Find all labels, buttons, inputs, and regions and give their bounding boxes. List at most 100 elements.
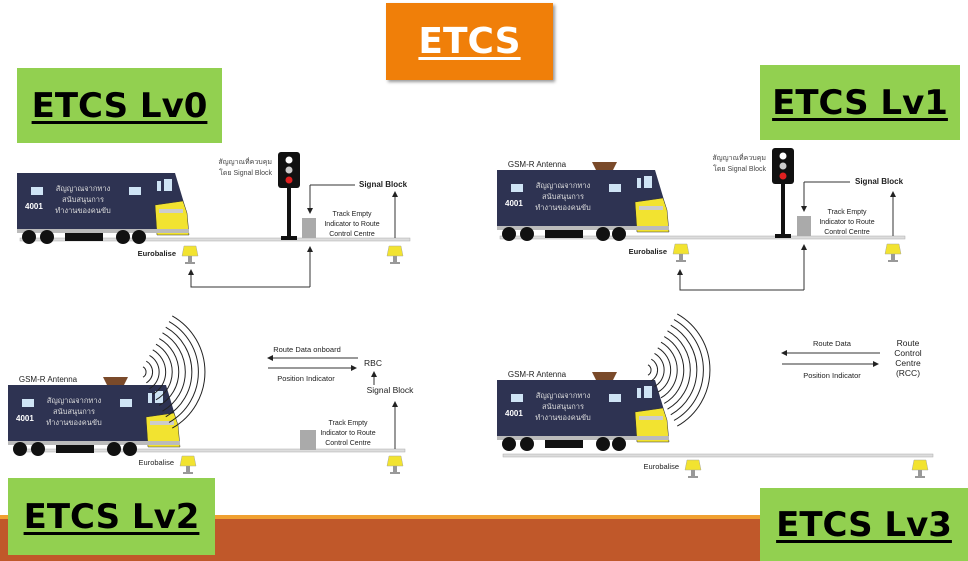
train-thai-text: ทำงานของคนขับ xyxy=(46,418,102,427)
balise-head xyxy=(179,455,197,467)
train-wheel xyxy=(520,227,534,241)
train-thai-text: สัญญาณจากทาง xyxy=(536,181,591,190)
rbc-label: RBC xyxy=(364,358,382,368)
train-thai-text: ทำงานของคนขับ xyxy=(55,206,111,215)
train-headlight xyxy=(150,421,174,425)
track xyxy=(502,453,934,458)
level-0-label: ETCS Lv0 xyxy=(31,85,208,126)
balise-link-arrow xyxy=(677,269,804,291)
train-wheel xyxy=(596,227,610,241)
train-wheel xyxy=(31,442,45,456)
balise-head xyxy=(884,243,902,255)
balise-link-arrow xyxy=(188,269,310,288)
train-wheel xyxy=(40,230,54,244)
train-window xyxy=(148,393,152,403)
title: ETCS xyxy=(418,21,521,62)
train: 4001สัญญาณจากทางสนับสนุนการทำงานของคนขับ… xyxy=(497,370,670,451)
gsm-r-antenna-icon xyxy=(103,377,128,385)
train-window xyxy=(609,184,621,192)
level-1-label: ETCS Lv1 xyxy=(772,82,948,123)
radio-waves-icon xyxy=(142,366,147,378)
signal-block-label: Signal Block xyxy=(855,177,904,186)
rcc-label: (RCC) xyxy=(896,368,920,378)
train-wheel xyxy=(22,230,36,244)
train-wheel xyxy=(596,437,610,451)
level-2-label-box: ETCS Lv2 xyxy=(8,478,215,555)
train: 4001สัญญาณจากทางสนับสนุนการทำงานของคนขับ… xyxy=(497,160,670,241)
train-headlight xyxy=(159,209,183,213)
train-wheel xyxy=(502,227,516,241)
balise-base xyxy=(888,260,898,262)
radio-waves-icon xyxy=(677,313,711,427)
balise-post xyxy=(393,466,397,473)
balise-post xyxy=(679,254,683,261)
eurobalise-icon xyxy=(181,245,199,264)
radio-waves-icon xyxy=(155,343,173,401)
radio-waves-icon xyxy=(667,330,691,410)
signal-lamp-grey xyxy=(285,166,293,174)
eurobalise-label: Eurobalise xyxy=(629,247,667,256)
radio-waves-icon xyxy=(162,332,186,412)
train-window xyxy=(129,187,141,195)
signal-caption: สัญญาณที่ควบคุม xyxy=(218,157,272,166)
eurobalise-icon xyxy=(911,459,929,478)
radio-waves-icon xyxy=(657,347,672,393)
train-thai-text: ทำงานของคนขับ xyxy=(535,413,591,422)
train: 4001สัญญาณจากทางสนับสนุนการทำงานของคนขับ… xyxy=(8,375,181,456)
radio-waves-icon xyxy=(670,324,698,416)
train-number: 4001 xyxy=(505,199,523,208)
balise-base xyxy=(676,260,686,262)
gsm-r-antenna-label: GSM-R Antenna xyxy=(508,370,567,379)
signal-pole xyxy=(781,178,785,238)
gsm-r-antenna-icon xyxy=(592,162,617,170)
gsm-r-antenna-label: GSM-R Antenna xyxy=(508,160,567,169)
eurobalise-icon xyxy=(684,459,702,478)
train-undercarriage xyxy=(545,440,583,448)
track-empty-label: Control Centre xyxy=(329,231,375,238)
signal-block-label: Signal Block xyxy=(359,180,408,189)
radio-waves-icon xyxy=(165,326,193,418)
signal-lamp-red xyxy=(779,172,787,180)
radio-waves-icon xyxy=(149,355,160,389)
train-wheel xyxy=(123,442,137,456)
balise-base xyxy=(688,476,698,478)
track-empty-label: Indicator to Route xyxy=(320,430,375,437)
rcc-label: Control xyxy=(894,348,922,358)
train-thai-text: ทำงานของคนขับ xyxy=(535,203,591,212)
radio-waves-icon xyxy=(647,364,652,376)
balise-base xyxy=(390,472,400,474)
track xyxy=(19,237,411,242)
train-skirt xyxy=(497,226,669,230)
signal-caption: โดย Signal Block xyxy=(713,164,766,173)
eurobalise-label: Eurobalise xyxy=(138,249,176,258)
train-thai-text: สัญญาณจากทาง xyxy=(56,184,111,193)
radio-waves-icon xyxy=(168,321,199,423)
train-body xyxy=(497,380,649,438)
balise-post xyxy=(393,256,397,263)
signal-block-label: Signal Block xyxy=(367,385,415,395)
balise-post xyxy=(186,466,190,473)
train-thai-text: สนับสนุนการ xyxy=(62,195,104,204)
track-empty-label: Indicator to Route xyxy=(819,219,874,226)
train-wheel xyxy=(520,437,534,451)
train-window xyxy=(155,391,163,403)
radio-waves-icon xyxy=(145,360,154,384)
radio-waves-icon xyxy=(172,315,206,429)
train-skirt xyxy=(17,229,189,233)
track-empty-label: Indicator to Route xyxy=(324,221,379,228)
train-skirt xyxy=(497,436,669,440)
train-undercarriage xyxy=(65,233,103,241)
signal-lamp-white xyxy=(779,152,787,160)
level-1-label-box: ETCS Lv1 xyxy=(760,65,960,140)
train-window xyxy=(609,394,621,402)
train-body xyxy=(17,173,169,231)
eurobalise-label: Eurobalise xyxy=(139,458,174,467)
balise-base xyxy=(185,262,195,264)
balise-head xyxy=(386,455,404,467)
signal-lamp-white xyxy=(285,156,293,164)
position-indicator-label: Position Indicator xyxy=(277,374,335,383)
eurobalise-icon xyxy=(179,455,197,474)
train-number: 4001 xyxy=(25,202,43,211)
